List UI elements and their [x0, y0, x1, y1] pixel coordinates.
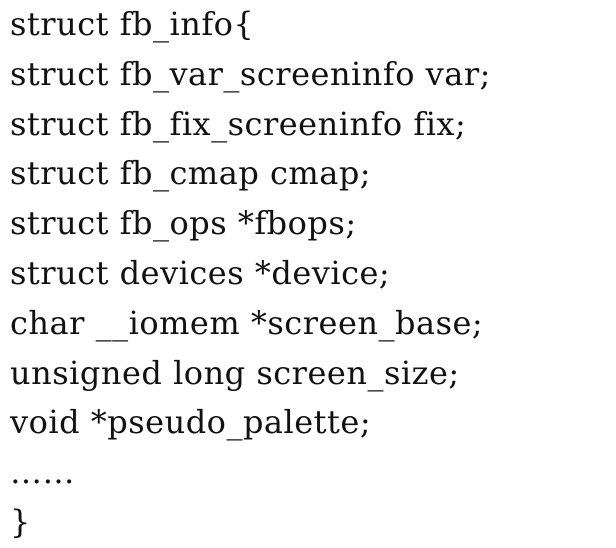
code-line-fbops: struct fb_ops *fbops;: [10, 204, 357, 243]
code-line-closing-brace: }: [10, 502, 31, 541]
code-line-device: struct devices *device;: [10, 253, 391, 292]
code-line-screen-base: char __iomem *screen_base;: [10, 303, 484, 342]
code-line-fix: struct fb_fix_screeninfo fix;: [10, 104, 467, 143]
code-line-ellipsis: ……: [10, 453, 75, 492]
code-line-screen-size: unsigned long screen_size;: [10, 353, 460, 392]
code-line-struct-fb-info: struct fb_info{: [10, 5, 255, 43]
code-line-cmap: struct fb_cmap cmap;: [10, 154, 372, 193]
code-listing: struct fb_info{ struct fb_var_screeninfo…: [10, 0, 610, 548]
code-line-var: struct fb_var_screeninfo var;: [10, 54, 491, 93]
code-line-pseudo-palette: void *pseudo_palette;: [10, 403, 372, 442]
